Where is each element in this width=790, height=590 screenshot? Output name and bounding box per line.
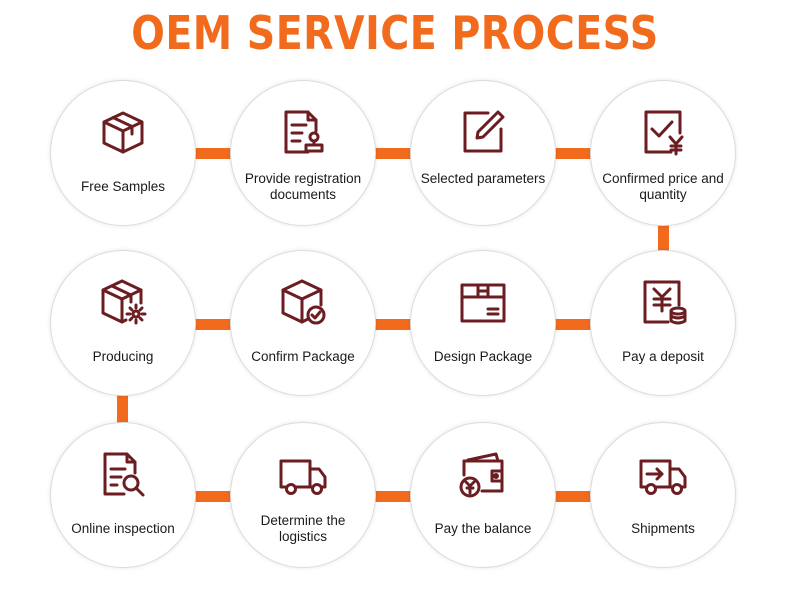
document-stamp-icon bbox=[278, 107, 328, 157]
connector bbox=[373, 148, 413, 159]
connector bbox=[193, 319, 233, 330]
step-label: Shipments bbox=[631, 521, 695, 536]
step-online-inspection: Online inspection bbox=[50, 422, 196, 568]
box-gear-icon bbox=[98, 277, 148, 327]
connector bbox=[553, 148, 593, 159]
step-label: Producing bbox=[92, 349, 154, 364]
step-label: Pay a deposit bbox=[622, 349, 704, 364]
connector bbox=[193, 148, 233, 159]
step-label: Online inspection bbox=[71, 521, 175, 536]
step-registration-documents: Provide registration documents bbox=[230, 80, 376, 226]
connector bbox=[117, 394, 128, 424]
delivery-truck-icon bbox=[638, 449, 688, 499]
step-free-samples: Free Samples bbox=[50, 80, 196, 226]
package-design-icon bbox=[458, 277, 508, 327]
page-title: OEM SERVICE PROCESS bbox=[131, 6, 659, 60]
step-shipments: Shipments bbox=[590, 422, 736, 568]
step-design-package: Design Package bbox=[410, 250, 556, 396]
step-confirmed-price: Confirmed price and quantity bbox=[590, 80, 736, 226]
connector bbox=[553, 491, 593, 502]
yen-coins-icon bbox=[638, 277, 688, 327]
step-determine-logistics: Determine the logistics bbox=[230, 422, 376, 568]
step-label: Determine the logistics bbox=[260, 513, 346, 544]
connector bbox=[658, 222, 669, 252]
edit-icon bbox=[458, 107, 508, 157]
box-check-icon bbox=[278, 277, 328, 327]
connector bbox=[553, 319, 593, 330]
step-producing: Producing bbox=[50, 250, 196, 396]
connector bbox=[373, 319, 413, 330]
wallet-yen-icon bbox=[458, 449, 508, 499]
step-pay-balance: Pay the balance bbox=[410, 422, 556, 568]
step-label: Free Samples bbox=[80, 179, 166, 194]
step-label: Design Package bbox=[433, 349, 533, 364]
step-label: Confirm Package bbox=[251, 349, 355, 364]
step-label: Provide registration documents bbox=[244, 171, 362, 202]
box-icon bbox=[98, 107, 148, 157]
step-confirm-package: Confirm Package bbox=[230, 250, 376, 396]
connector bbox=[193, 491, 233, 502]
price-check-icon bbox=[638, 107, 688, 157]
document-search-icon bbox=[98, 449, 148, 499]
step-pay-deposit: Pay a deposit bbox=[590, 250, 736, 396]
step-label: Pay the balance bbox=[434, 521, 532, 536]
step-selected-parameters: Selected parameters bbox=[410, 80, 556, 226]
connector bbox=[373, 491, 413, 502]
step-label: Confirmed price and quantity bbox=[602, 171, 724, 202]
step-label: Selected parameters bbox=[420, 171, 546, 186]
truck-icon bbox=[278, 449, 328, 499]
